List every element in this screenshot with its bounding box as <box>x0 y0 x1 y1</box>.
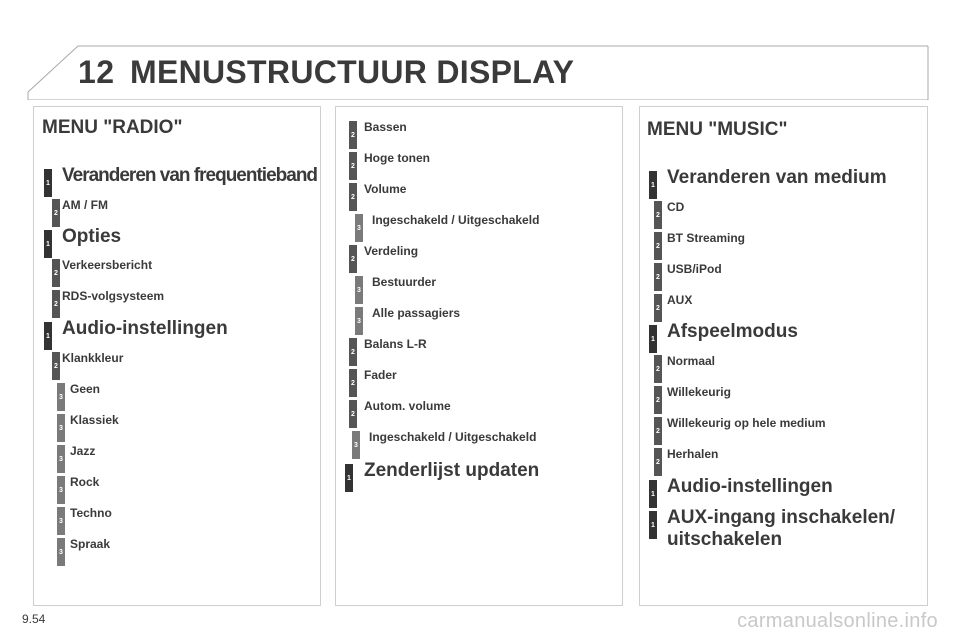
menu-item-label-line1: AUX-ingang inschakelen/ <box>667 507 896 528</box>
menu-item-label: Rock <box>70 475 100 489</box>
menu-item-label: Alle passagiers <box>372 306 461 320</box>
menu-item-label: Hoge tonen <box>364 151 430 165</box>
level-badge: 3 <box>355 214 363 242</box>
menu-item-label: Klassiek <box>70 413 119 427</box>
level-badge: 2 <box>52 290 60 318</box>
panel-music: MENU "MUSIC" 1 Veranderen van medium 2 C… <box>639 106 928 606</box>
level-badge: 2 <box>349 400 357 428</box>
level-badge: 2 <box>349 152 357 180</box>
chapter-number: 12 <box>78 54 115 90</box>
radio-menu-title: MENU "RADIO" <box>42 117 183 138</box>
page-number: 9.54 <box>22 612 46 626</box>
level-badge: 1 <box>649 325 657 353</box>
level-badge: 3 <box>355 276 363 304</box>
menu-item-label: Geen <box>70 382 101 396</box>
header-frame <box>27 45 929 100</box>
level-badge: 2 <box>52 199 60 227</box>
level-badge: 2 <box>654 355 662 383</box>
menu-item-label: BT Streaming <box>667 231 746 245</box>
level-badge: 2 <box>654 417 662 445</box>
menu-item-label: Volume <box>364 182 407 196</box>
level-badge: 3 <box>57 445 65 473</box>
level-badge: 2 <box>654 232 662 260</box>
menu-item-label: Jazz <box>70 444 96 458</box>
level-badge: 2 <box>349 121 357 149</box>
menu-item-label: Willekeurig op hele medium <box>667 416 826 430</box>
menu-item-label: Fader <box>364 368 397 382</box>
level-badge: 3 <box>57 414 65 442</box>
level-badge: 2 <box>52 259 60 287</box>
menu-item-label: Herhalen <box>667 447 719 461</box>
level-badge: 2 <box>349 338 357 366</box>
menu-item-label: Afspeelmodus <box>667 321 798 342</box>
menu-item-label: Opties <box>62 226 122 247</box>
level-badge: 2 <box>654 263 662 291</box>
level-badge: 1 <box>649 171 657 199</box>
watermark: carmanualsonline.info <box>737 610 938 632</box>
menu-item-label: Bassen <box>364 120 407 134</box>
menu-item-label: Veranderen van medium <box>667 167 887 188</box>
level-badge: 3 <box>355 307 363 335</box>
menu-item-label: RDS-volgsysteem <box>62 289 165 303</box>
menu-item-label: Klankkleur <box>62 351 124 365</box>
level-badge: 2 <box>349 183 357 211</box>
menu-item-label: Autom. volume <box>364 399 451 413</box>
level-badge: 1 <box>649 511 657 539</box>
menu-item-label: Normaal <box>667 354 716 368</box>
menu-item-label: Audio-instellingen <box>667 476 833 497</box>
menu-item-label: USB/iPod <box>667 262 722 276</box>
menu-item-label: AUX <box>667 293 693 307</box>
level-badge: 3 <box>352 431 360 459</box>
menu-item-label: Veranderen van frequentieband <box>62 165 318 186</box>
menu-item-label: Spraak <box>70 537 111 551</box>
page-title: MENUSTRUCTUUR DISPLAY <box>130 54 575 90</box>
menu-item-label-line2: uitschakelen <box>667 529 783 550</box>
menu-item-label: Zenderlijst updaten <box>364 460 540 481</box>
level-badge: 3 <box>57 507 65 535</box>
level-badge: 2 <box>349 369 357 397</box>
menu-item-label: AUX-ingang inschakelen/ uitschakelen <box>667 507 895 551</box>
level-badge: 3 <box>57 476 65 504</box>
level-badge: 2 <box>349 245 357 273</box>
level-badge: 1 <box>44 230 52 258</box>
panel-radio: MENU "RADIO" 1 Veranderen van frequentie… <box>33 106 321 606</box>
menu-item-label: Bestuurder <box>372 275 437 289</box>
menu-item-label: Verkeersbericht <box>62 258 153 272</box>
menu-item-label: Audio-instellingen <box>62 318 228 339</box>
level-badge: 1 <box>649 480 657 508</box>
level-badge: 2 <box>52 352 60 380</box>
menu-item-label: Balans L-R <box>364 337 427 351</box>
level-badge: 2 <box>654 201 662 229</box>
panel-audio-settings: 2 Bassen 2 Hoge tonen 2 Volume 3 Ingesch… <box>335 106 623 606</box>
level-badge: 1 <box>44 322 52 350</box>
level-badge: 1 <box>44 169 52 197</box>
music-menu-title: MENU "MUSIC" <box>647 119 788 140</box>
level-badge: 3 <box>57 383 65 411</box>
menu-item-label: Willekeurig <box>667 385 731 399</box>
menu-item-label: Ingeschakeld / Uitgeschakeld <box>372 213 540 227</box>
level-badge: 2 <box>654 294 662 322</box>
level-badge: 1 <box>345 464 353 492</box>
level-badge: 2 <box>654 448 662 476</box>
level-badge: 2 <box>654 386 662 414</box>
level-badge: 3 <box>57 538 65 566</box>
menu-item-label: Ingeschakeld / Uitgeschakeld <box>369 430 537 444</box>
menu-item-label: CD <box>667 200 685 214</box>
menu-item-label: Techno <box>70 506 112 520</box>
menu-item-label: Verdeling <box>364 244 419 258</box>
menu-item-label: AM / FM <box>62 198 108 212</box>
